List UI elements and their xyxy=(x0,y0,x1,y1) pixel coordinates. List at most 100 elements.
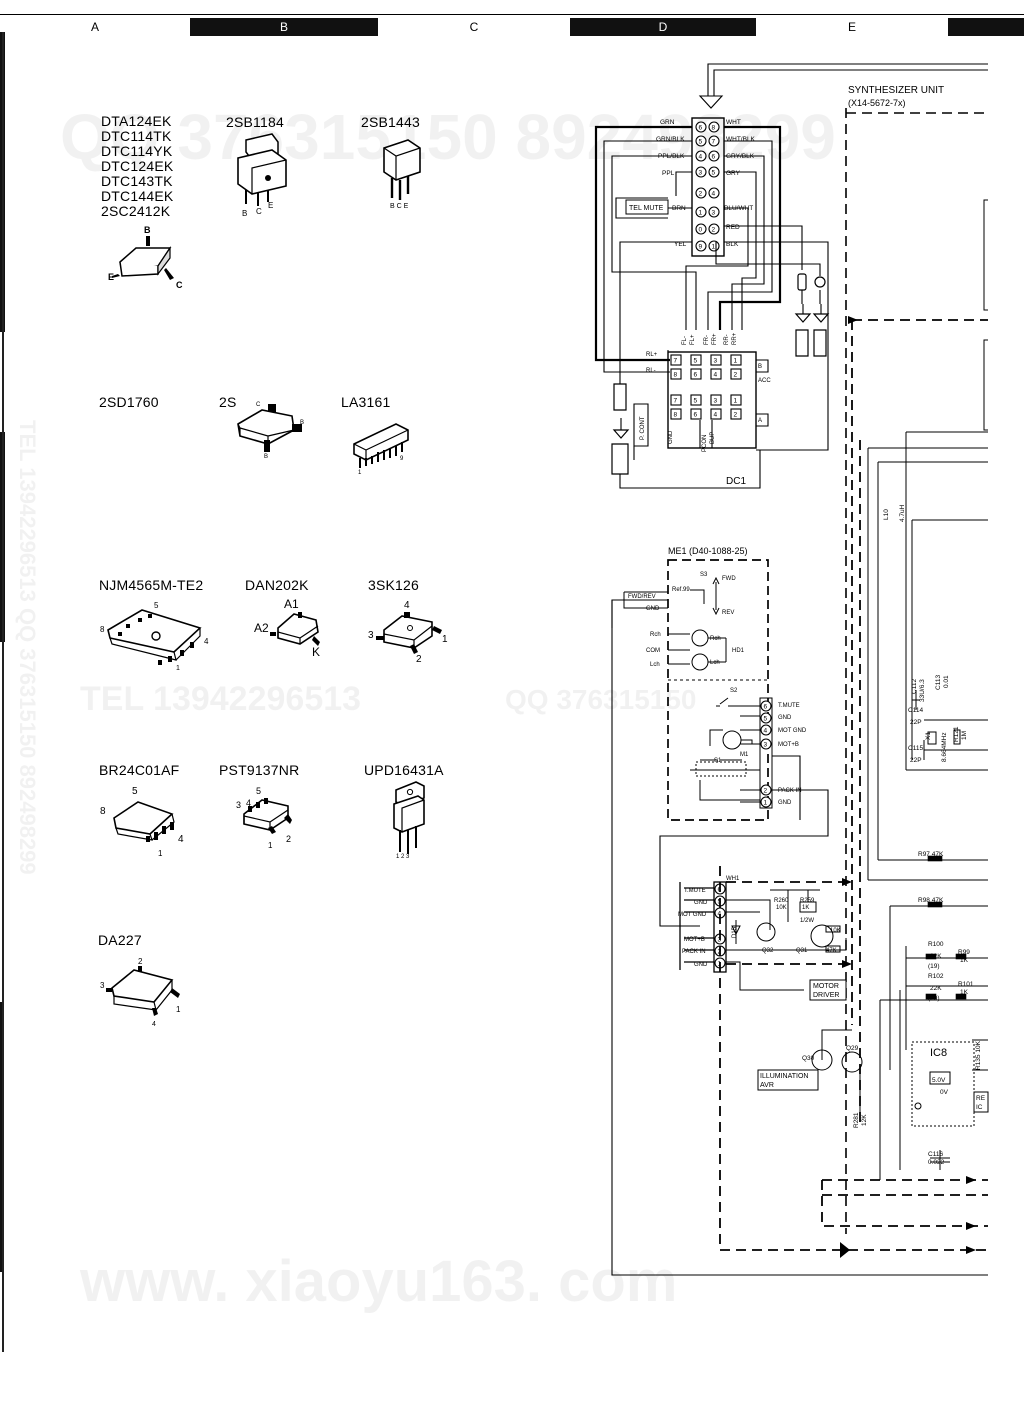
c114-value: 22P xyxy=(910,719,922,726)
pin-3-label: 3 xyxy=(368,630,374,641)
me1-pin-number: 3 xyxy=(764,742,768,749)
svg-text:4: 4 xyxy=(246,798,251,808)
pin-1-label: 1 xyxy=(442,634,448,645)
c112-value: 33U/6.3 xyxy=(919,679,926,702)
sot-chip-package-icon: B E C xyxy=(108,225,183,290)
sip-package-icon: 1 9 xyxy=(353,423,409,476)
wh1-pin-label: T.MUTE xyxy=(684,888,706,894)
hd1-label: HD1 xyxy=(732,648,745,654)
me1-pin-number: 4 xyxy=(764,728,768,735)
zone-c: C xyxy=(469,20,479,34)
dc1-pin-number: 8 xyxy=(674,412,678,419)
wire-color: YEL xyxy=(674,241,687,248)
dc1-pin-number: 7 xyxy=(674,358,678,365)
part-label-3sk126: 3SK126 xyxy=(368,577,420,593)
me1-pin xyxy=(760,784,772,796)
part-label: DTC114TK xyxy=(101,128,172,144)
dc1-pin xyxy=(670,368,682,380)
sot89-package-icon: C B B xyxy=(237,402,304,458)
wire-color: PPL/BLK xyxy=(658,153,685,160)
svg-text:C: C xyxy=(256,402,261,408)
q32-label: Q32 xyxy=(762,948,774,954)
r259-watt: 1/2W xyxy=(800,918,814,924)
motor-driver-label-1: MOTOR xyxy=(813,983,839,990)
connector-pin-left xyxy=(695,166,707,178)
r99-label: R99 xyxy=(958,949,970,956)
me1-label: ME1 (D40-1088-25) xyxy=(668,546,748,556)
zone-b: B xyxy=(190,18,378,36)
ic8-0v-label: 0V xyxy=(940,1089,949,1096)
part-label-2sb1184: 2SB1184 xyxy=(226,114,284,130)
dc1-pin xyxy=(730,394,742,406)
lch-label: Lch xyxy=(710,660,720,666)
part-label: DTC143TK xyxy=(101,173,173,189)
dan202k-package-icon: A1 A2 K xyxy=(254,597,320,659)
gnd-label: GND xyxy=(646,606,660,612)
r97-label: R97 47K xyxy=(918,851,944,858)
dc1-pin-number: 2 xyxy=(734,372,738,379)
pin-c-label: C xyxy=(176,280,183,290)
pin-8-label: 8 xyxy=(100,806,106,817)
zone-d: D xyxy=(570,18,756,36)
dc1-pin-label: RR- xyxy=(724,334,730,345)
a-terminal-label: A xyxy=(758,418,762,424)
illumination-label-1: ILLUMINATION xyxy=(760,1073,809,1080)
svg-text:1: 1 xyxy=(176,665,180,672)
x1-value: 8.664MHz xyxy=(941,732,948,762)
part-label-njm4565: NJM4565M-TE2 xyxy=(99,577,204,593)
l10-value: 4.7uH xyxy=(899,504,906,522)
l10-label: L10 xyxy=(883,509,890,520)
me1-pin-label: GND xyxy=(778,715,792,721)
connector-pin-right-number: 7 xyxy=(712,139,716,146)
c115-value: 22P xyxy=(910,757,922,764)
svg-text:8: 8 xyxy=(100,625,105,634)
svg-text:5: 5 xyxy=(154,601,159,610)
connector-pin-left-number: 2 xyxy=(699,191,703,198)
part-label-2sb1443: 2SB1443 xyxy=(361,114,421,130)
connector-pin-left xyxy=(695,223,707,235)
me1-pin xyxy=(760,796,772,808)
wire-color: GRN/BLK xyxy=(656,136,685,143)
to220-package-icon: 1 2 3 xyxy=(393,781,425,860)
m1-label: M1 xyxy=(740,752,749,758)
pin-2-label: 2 xyxy=(416,654,422,665)
r259-value: 1K xyxy=(802,905,809,911)
dc1-pin-label: FR+ xyxy=(712,333,718,345)
illumination-label-2: AVR xyxy=(760,1082,774,1089)
watermark-qq: QQ 376315150 892498299 xyxy=(60,101,836,173)
me1-pin-number: 5 xyxy=(764,716,768,723)
svg-text:1: 1 xyxy=(176,1005,181,1014)
dc1-label: DC1 xyxy=(726,476,746,487)
me1-pin-label: MOT GND xyxy=(778,728,807,734)
pin-a1-label: A1 xyxy=(284,597,299,611)
r121-value: 1M xyxy=(961,731,968,740)
connector-pin-left xyxy=(695,150,707,162)
connector-pin-right xyxy=(708,121,720,133)
r99-value: 1K xyxy=(960,957,969,964)
r47k-label: 47K xyxy=(826,948,837,954)
svg-text:B C E: B C E xyxy=(390,203,409,210)
3sk126-package-icon: 4 3 2 1 xyxy=(368,600,448,665)
r102-value: 22K xyxy=(930,985,942,992)
pst9137nr-package-icon: 5 3 4 2 1 xyxy=(236,786,292,850)
me1-pin-label: T.MUTE xyxy=(778,703,800,709)
svg-text:3: 3 xyxy=(236,800,241,810)
dc1-pin xyxy=(730,368,742,380)
dc1-pin-number: 1 xyxy=(734,358,738,365)
part-label: DTC114YK xyxy=(101,143,173,159)
part-label-la3161: LA3161 xyxy=(341,394,391,410)
br24c01af-package-icon: 5 8 4 1 xyxy=(100,786,184,858)
pin-b-label: B xyxy=(144,225,151,235)
watermark-url: www. xiaoyu163. com xyxy=(80,1249,678,1314)
watermark-tel: TEL 13942296513 xyxy=(80,680,362,718)
wh1-pin-label: MOT GND xyxy=(678,912,707,918)
connector-pin-right xyxy=(708,223,720,235)
me1-pin-number: 6 xyxy=(764,704,768,711)
wire-color: GRY/BLK xyxy=(726,153,755,160)
tel-mute-label: TEL MUTE xyxy=(629,205,664,212)
connector-pin-left-number: 9 xyxy=(699,244,703,251)
dc1-pin-number: 3 xyxy=(714,358,718,365)
q29-label: Q29 xyxy=(846,1045,859,1052)
part-label-da227: DA227 xyxy=(98,932,142,948)
